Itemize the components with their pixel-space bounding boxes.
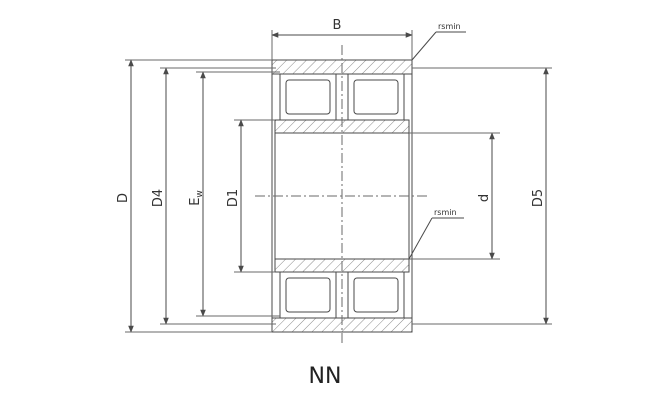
- leader-lines: [408, 31, 466, 260]
- label-D4: D4: [151, 189, 166, 207]
- roller-top-right: [347, 73, 405, 121]
- extension-lines: [125, 30, 552, 333]
- label-D1: D1: [226, 189, 241, 207]
- label-d: d: [477, 194, 492, 202]
- dimension-lines: [128, 32, 549, 333]
- center-lines: [255, 45, 430, 345]
- label-Ew-sub: w: [195, 190, 205, 197]
- roller-bottom-left: [279, 271, 337, 319]
- label-rsmin-top: rsmin: [438, 22, 461, 31]
- roller-bottom-right: [347, 271, 405, 319]
- label-B: B: [333, 18, 342, 33]
- roller-top-left: [279, 73, 337, 121]
- label-Ew: Ew: [188, 190, 205, 206]
- label-rsmin-mid: rsmin: [434, 208, 457, 217]
- diagram-caption: NN: [308, 364, 342, 389]
- label-Ew-main: E: [188, 198, 203, 206]
- label-D: D: [116, 193, 131, 203]
- label-D5: D5: [531, 189, 546, 207]
